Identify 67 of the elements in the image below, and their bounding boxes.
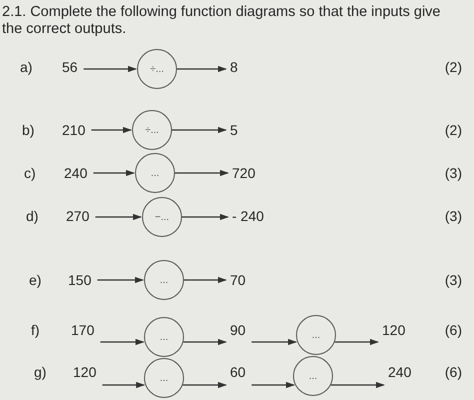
number-label: 70 bbox=[230, 272, 246, 288]
arrow bbox=[182, 382, 227, 388]
arrow bbox=[172, 126, 227, 134]
operation-circle bbox=[137, 49, 177, 89]
question-text: 2.1. Complete the following function diagrams so that the inputs give the correct outputs. bbox=[2, 4, 442, 38]
operation-text: ... bbox=[312, 330, 320, 340]
arrow bbox=[175, 170, 229, 176]
number-label: 210 bbox=[62, 122, 86, 138]
part-label: e) bbox=[29, 272, 42, 288]
operation-text: −... bbox=[154, 212, 170, 222]
number-label: 8 bbox=[230, 59, 238, 75]
marks-label: (2) bbox=[444, 59, 462, 75]
arrow bbox=[252, 338, 298, 346]
number-label: 170 bbox=[71, 322, 94, 338]
arrow bbox=[184, 276, 227, 284]
marks-label: (6) bbox=[444, 364, 462, 380]
part-label: c) bbox=[24, 165, 36, 181]
marks-label: (6) bbox=[444, 322, 462, 338]
number-label: 120 bbox=[382, 322, 406, 338]
number-label: 120 bbox=[73, 364, 96, 380]
operation-circle bbox=[293, 356, 333, 396]
number-label: 90 bbox=[230, 322, 246, 338]
operation-text: ÷... bbox=[150, 64, 164, 74]
number-label: 240 bbox=[64, 165, 88, 181]
operation-circle bbox=[142, 197, 182, 237]
number-label: 720 bbox=[232, 165, 256, 181]
arrow bbox=[97, 276, 144, 284]
number-label: - 240 bbox=[232, 208, 264, 224]
operation-text: ... bbox=[150, 168, 160, 178]
part-label: b) bbox=[22, 122, 34, 138]
number-label: 5 bbox=[230, 122, 238, 138]
marks-label: (3) bbox=[444, 165, 462, 181]
arrow bbox=[102, 382, 146, 388]
arrow bbox=[334, 338, 379, 346]
part-label: g) bbox=[34, 364, 46, 380]
part-label: a) bbox=[20, 59, 32, 75]
arrow bbox=[177, 66, 227, 72]
operation-text: ... bbox=[160, 372, 168, 384]
arrow bbox=[91, 126, 132, 134]
operation-circle bbox=[135, 153, 175, 193]
number-label: 270 bbox=[66, 208, 90, 224]
arrow bbox=[182, 214, 229, 220]
arrow bbox=[100, 338, 145, 346]
number-label: 60 bbox=[230, 364, 246, 380]
operation-text: ÷... bbox=[145, 124, 159, 136]
operation-text: ... bbox=[160, 332, 168, 342]
operation-circle bbox=[144, 260, 184, 300]
operation-circle bbox=[144, 358, 184, 398]
arrow bbox=[330, 382, 385, 388]
number-label: 56 bbox=[62, 59, 78, 75]
arrow bbox=[93, 170, 135, 176]
operation-circle bbox=[132, 110, 172, 150]
operation-circle bbox=[296, 315, 336, 355]
part-label: f) bbox=[31, 322, 40, 338]
arrow bbox=[84, 66, 137, 72]
marks-label: (2) bbox=[444, 122, 462, 138]
marks-label: (3) bbox=[444, 272, 462, 288]
arrow bbox=[183, 338, 227, 346]
operation-circle bbox=[144, 317, 184, 357]
number-label: 240 bbox=[388, 364, 412, 380]
operation-text: ... bbox=[308, 370, 318, 382]
arrow bbox=[95, 214, 142, 220]
marks-label: (3) bbox=[444, 208, 462, 224]
number-label: 150 bbox=[68, 272, 92, 288]
operation-text: ... bbox=[160, 274, 168, 286]
part-label: d) bbox=[26, 208, 38, 224]
arrow bbox=[252, 382, 296, 388]
